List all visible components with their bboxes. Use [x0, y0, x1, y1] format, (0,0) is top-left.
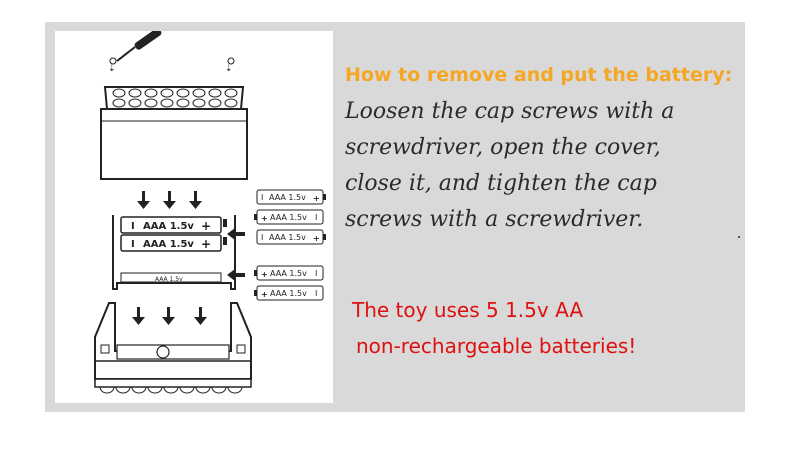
svg-text:⇣: ⇣	[108, 64, 116, 74]
battery-minus-sign: I	[131, 221, 135, 232]
down-arrow-icon	[137, 191, 202, 209]
svg-text:AAA 1.5v: AAA 1.5v	[270, 269, 307, 278]
instructions-line: Loosen the cap screws with a	[345, 99, 675, 124]
svg-text:⇣: ⇣	[225, 64, 233, 74]
battery-plus-sign: +	[201, 219, 211, 233]
left-arrow-icon	[227, 228, 245, 281]
svg-text:+: +	[313, 234, 320, 243]
screwdriver-icon: ⇣ ⇣	[108, 31, 235, 74]
battery-minus-sign: I	[131, 239, 135, 250]
battery-label: AAA 1.5v	[143, 239, 194, 250]
battery-note-line: The toy uses 5 1.5v AA	[352, 298, 584, 322]
svg-text:I: I	[315, 213, 317, 222]
svg-text:+: +	[261, 270, 268, 279]
instructions-line: screwdriver, open the cover,	[345, 135, 661, 160]
battery-label: AAA 1.5v	[143, 221, 194, 232]
compartment-label: AAA 1.5v	[155, 276, 183, 283]
battery-note-line: non-rechargeable batteries!	[356, 334, 637, 358]
svg-text:I: I	[261, 233, 263, 242]
instructions-heading: How to remove and put the battery:	[345, 64, 733, 86]
battery-cover	[100, 86, 248, 180]
instructions-line: screws with a screwdriver.	[345, 207, 644, 232]
svg-text:+: +	[261, 290, 268, 299]
svg-text:AAA 1.5v: AAA 1.5v	[269, 193, 306, 202]
down-arrow-icon	[132, 307, 207, 325]
loose-batteries: I AAA 1.5v + + AAA 1.5v I I AAA 1.5v + +…	[254, 189, 326, 301]
svg-text:I: I	[315, 269, 317, 278]
toy-base	[94, 302, 252, 394]
battery-holder: I AAA 1.5v + I AAA 1.5v + AAA 1.5v	[112, 215, 236, 290]
svg-text:+: +	[313, 194, 320, 203]
instructions-text: Loosen the cap screws with a screwdriver…	[345, 94, 740, 238]
svg-text:+: +	[261, 214, 268, 223]
battery-note: The toy uses 5 1.5v AA non-rechargeable …	[352, 292, 636, 364]
battery-diagram: ⇣ ⇣	[55, 31, 333, 403]
battery-diagram-illustration: ⇣ ⇣	[94, 31, 326, 394]
svg-text:I: I	[315, 289, 317, 298]
stray-dot	[738, 236, 740, 238]
battery-plus-sign: +	[201, 237, 211, 251]
svg-text:AAA 1.5v: AAA 1.5v	[269, 233, 306, 242]
svg-text:AAA 1.5v: AAA 1.5v	[270, 289, 307, 298]
svg-text:I: I	[261, 193, 263, 202]
instructions-line: close it, and tighten the cap	[345, 171, 657, 196]
svg-text:AAA 1.5v: AAA 1.5v	[270, 213, 307, 222]
